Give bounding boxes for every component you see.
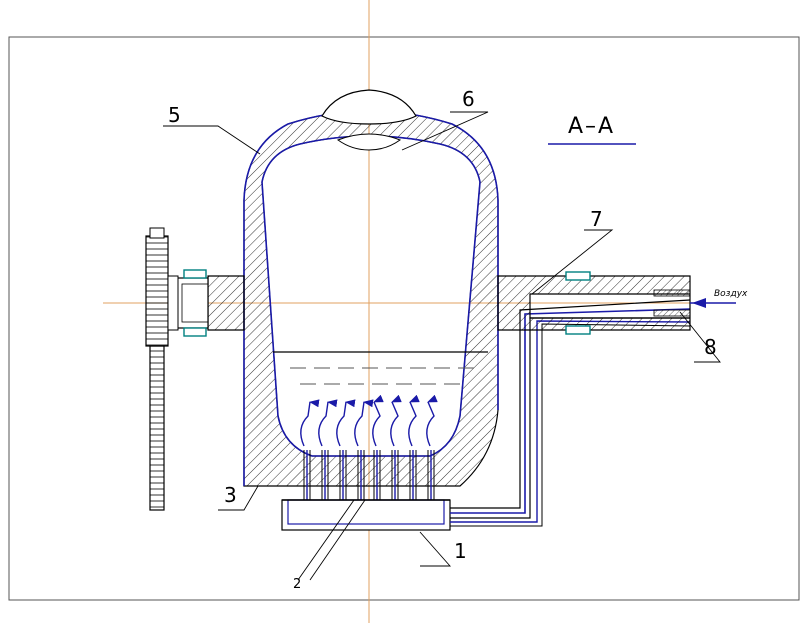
leader-lines	[163, 111, 721, 581]
arrow-up-icon	[426, 394, 438, 447]
arrow-up-icon	[408, 394, 420, 447]
right-shaft	[497, 271, 691, 335]
callout-2: 2	[293, 577, 301, 592]
air-label: Воздух	[714, 289, 748, 299]
callout-1: 1	[454, 539, 467, 563]
liquid	[273, 351, 488, 385]
arrow-up-icon	[336, 399, 356, 447]
arrow-left-icon	[692, 298, 706, 308]
callout-5: 5	[168, 103, 181, 127]
arrow-up-icon	[354, 399, 374, 447]
arrow-up-icon	[390, 394, 402, 447]
bubble-arrows	[300, 394, 438, 447]
drawing-frame	[8, 36, 800, 601]
callout-7: 7	[590, 207, 603, 231]
callout-6: 6	[462, 87, 475, 111]
callout-3: 3	[224, 483, 237, 507]
top-window	[336, 133, 402, 151]
arrow-up-icon	[318, 399, 338, 447]
top-cap	[321, 89, 417, 125]
air-manifold	[281, 499, 451, 531]
gear-icon	[145, 227, 179, 511]
vessel-body	[243, 110, 499, 487]
nozzle-tubes	[303, 450, 435, 500]
arrow-up-icon	[372, 394, 384, 447]
section-title: A–A	[568, 114, 615, 139]
arrow-up-icon	[300, 399, 320, 447]
air-inlet-fitting	[653, 289, 736, 317]
left-shaft	[175, 269, 245, 337]
callout-8: 8	[704, 335, 717, 359]
